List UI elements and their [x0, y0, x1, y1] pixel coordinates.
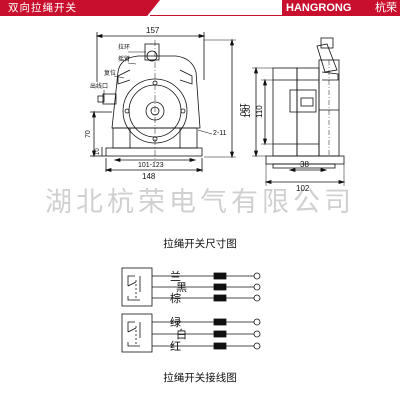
caption-wiring: 拉绳开关接线图	[163, 372, 237, 384]
dim-side-h1: 130	[243, 104, 252, 118]
label-cable-outlet: 出线口	[90, 82, 108, 90]
dim-side-w: 102	[296, 184, 310, 193]
dim-width-top: 157	[146, 26, 160, 35]
brand-name-cn: 杭荣	[375, 1, 397, 14]
dim-base-inner: 101-123	[138, 162, 164, 169]
dim-side-w2: 38	[300, 160, 309, 169]
height-dimension	[204, 38, 236, 159]
header-title: 双向拉绳开关	[8, 2, 77, 14]
brand-block: HANGRONG 杭荣	[282, 0, 400, 16]
label-reset: 复位	[104, 69, 116, 77]
wire-label-2: 黑	[176, 281, 187, 294]
dim-side-h2: 110	[255, 105, 264, 118]
wire-label-5: 白	[176, 327, 187, 341]
header-divider	[150, 15, 282, 16]
dim-h10: 10	[95, 148, 101, 155]
header-title-block: 双向拉绳开关	[0, 0, 160, 16]
front-view	[90, 32, 213, 173]
dim-height-total: 190	[238, 103, 247, 117]
label-arm: 摇臂	[118, 55, 130, 63]
brand-name-en: HANGRONG	[286, 2, 352, 14]
wire-label-6: 红	[170, 340, 181, 353]
watermark: 湖北杭荣电气有限公司	[45, 187, 355, 218]
header-bar: 双向拉绳开关 HANGRONG 杭荣	[0, 0, 400, 16]
wire-label-4: 绿	[170, 315, 181, 329]
wire-label-1: 兰	[170, 270, 181, 283]
dim-base-w: 148	[142, 172, 156, 181]
caption-dimensions: 拉绳开关尺寸图	[163, 238, 237, 250]
dim-holes: 2-11	[213, 130, 227, 137]
wire-label-3: 棕	[170, 291, 181, 305]
dim-h70: 70	[85, 130, 92, 138]
wiring-diagram	[121, 267, 261, 353]
label-pull: 拉环	[118, 43, 130, 51]
side-view	[252, 37, 346, 186]
